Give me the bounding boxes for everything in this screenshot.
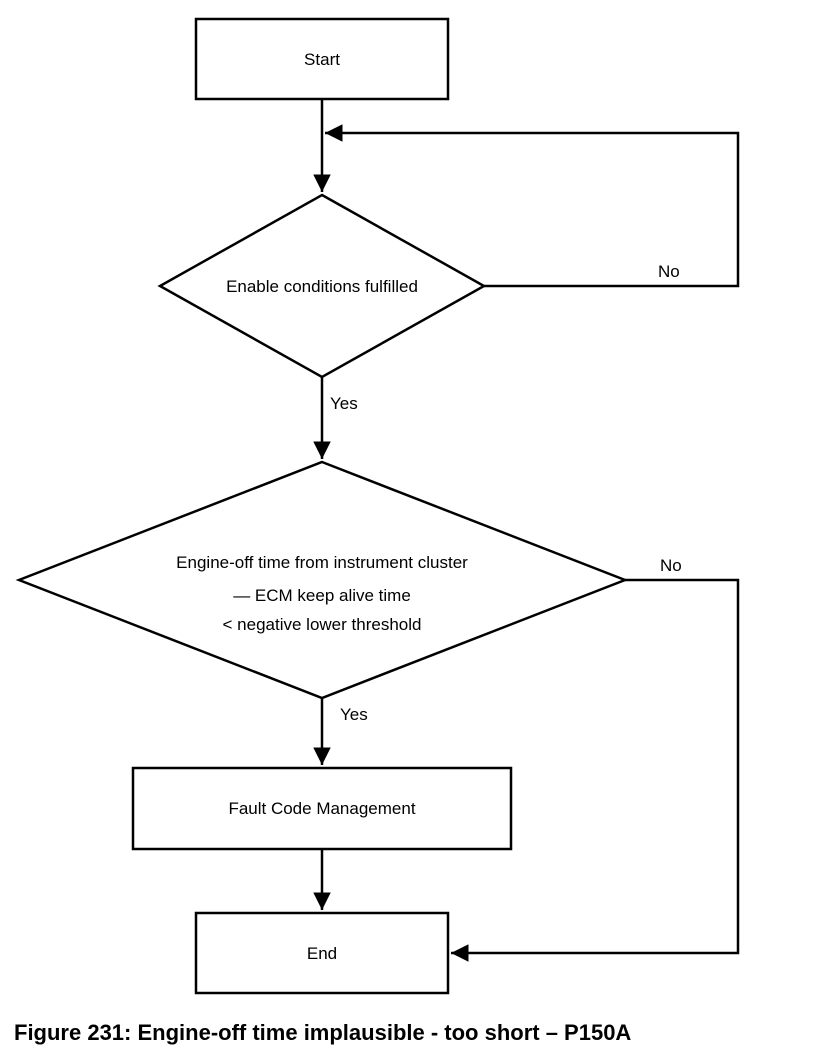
start-box	[194, 17, 450, 101]
figure-caption: Figure 231: Engine-off time implausible …	[14, 1020, 631, 1045]
end-label: End	[307, 944, 337, 963]
fault-code-management-label: Fault Code Management	[228, 799, 415, 818]
start-label: Start	[304, 50, 340, 69]
arrow-d1-no-loop	[325, 124, 740, 288]
end-box	[194, 911, 450, 995]
d2-no-label: No	[660, 556, 682, 575]
d1-no-label: No	[658, 262, 680, 281]
decision-engine-off-time-line2: — ECM keep alive time	[233, 586, 411, 605]
decision-engine-off-time-line1: Engine-off time from instrument cluster	[176, 553, 468, 572]
arrow-d2-no-to-end	[451, 578, 740, 962]
fault-code-management-box	[131, 766, 513, 851]
decision-enable-conditions-label: Enable conditions fulfilled	[226, 277, 418, 296]
d2-yes-label: Yes	[340, 705, 368, 724]
d1-yes-label: Yes	[330, 394, 358, 413]
decision-engine-off-time	[15, 460, 629, 700]
decision-engine-off-time-line3: < negative lower threshold	[223, 615, 422, 634]
